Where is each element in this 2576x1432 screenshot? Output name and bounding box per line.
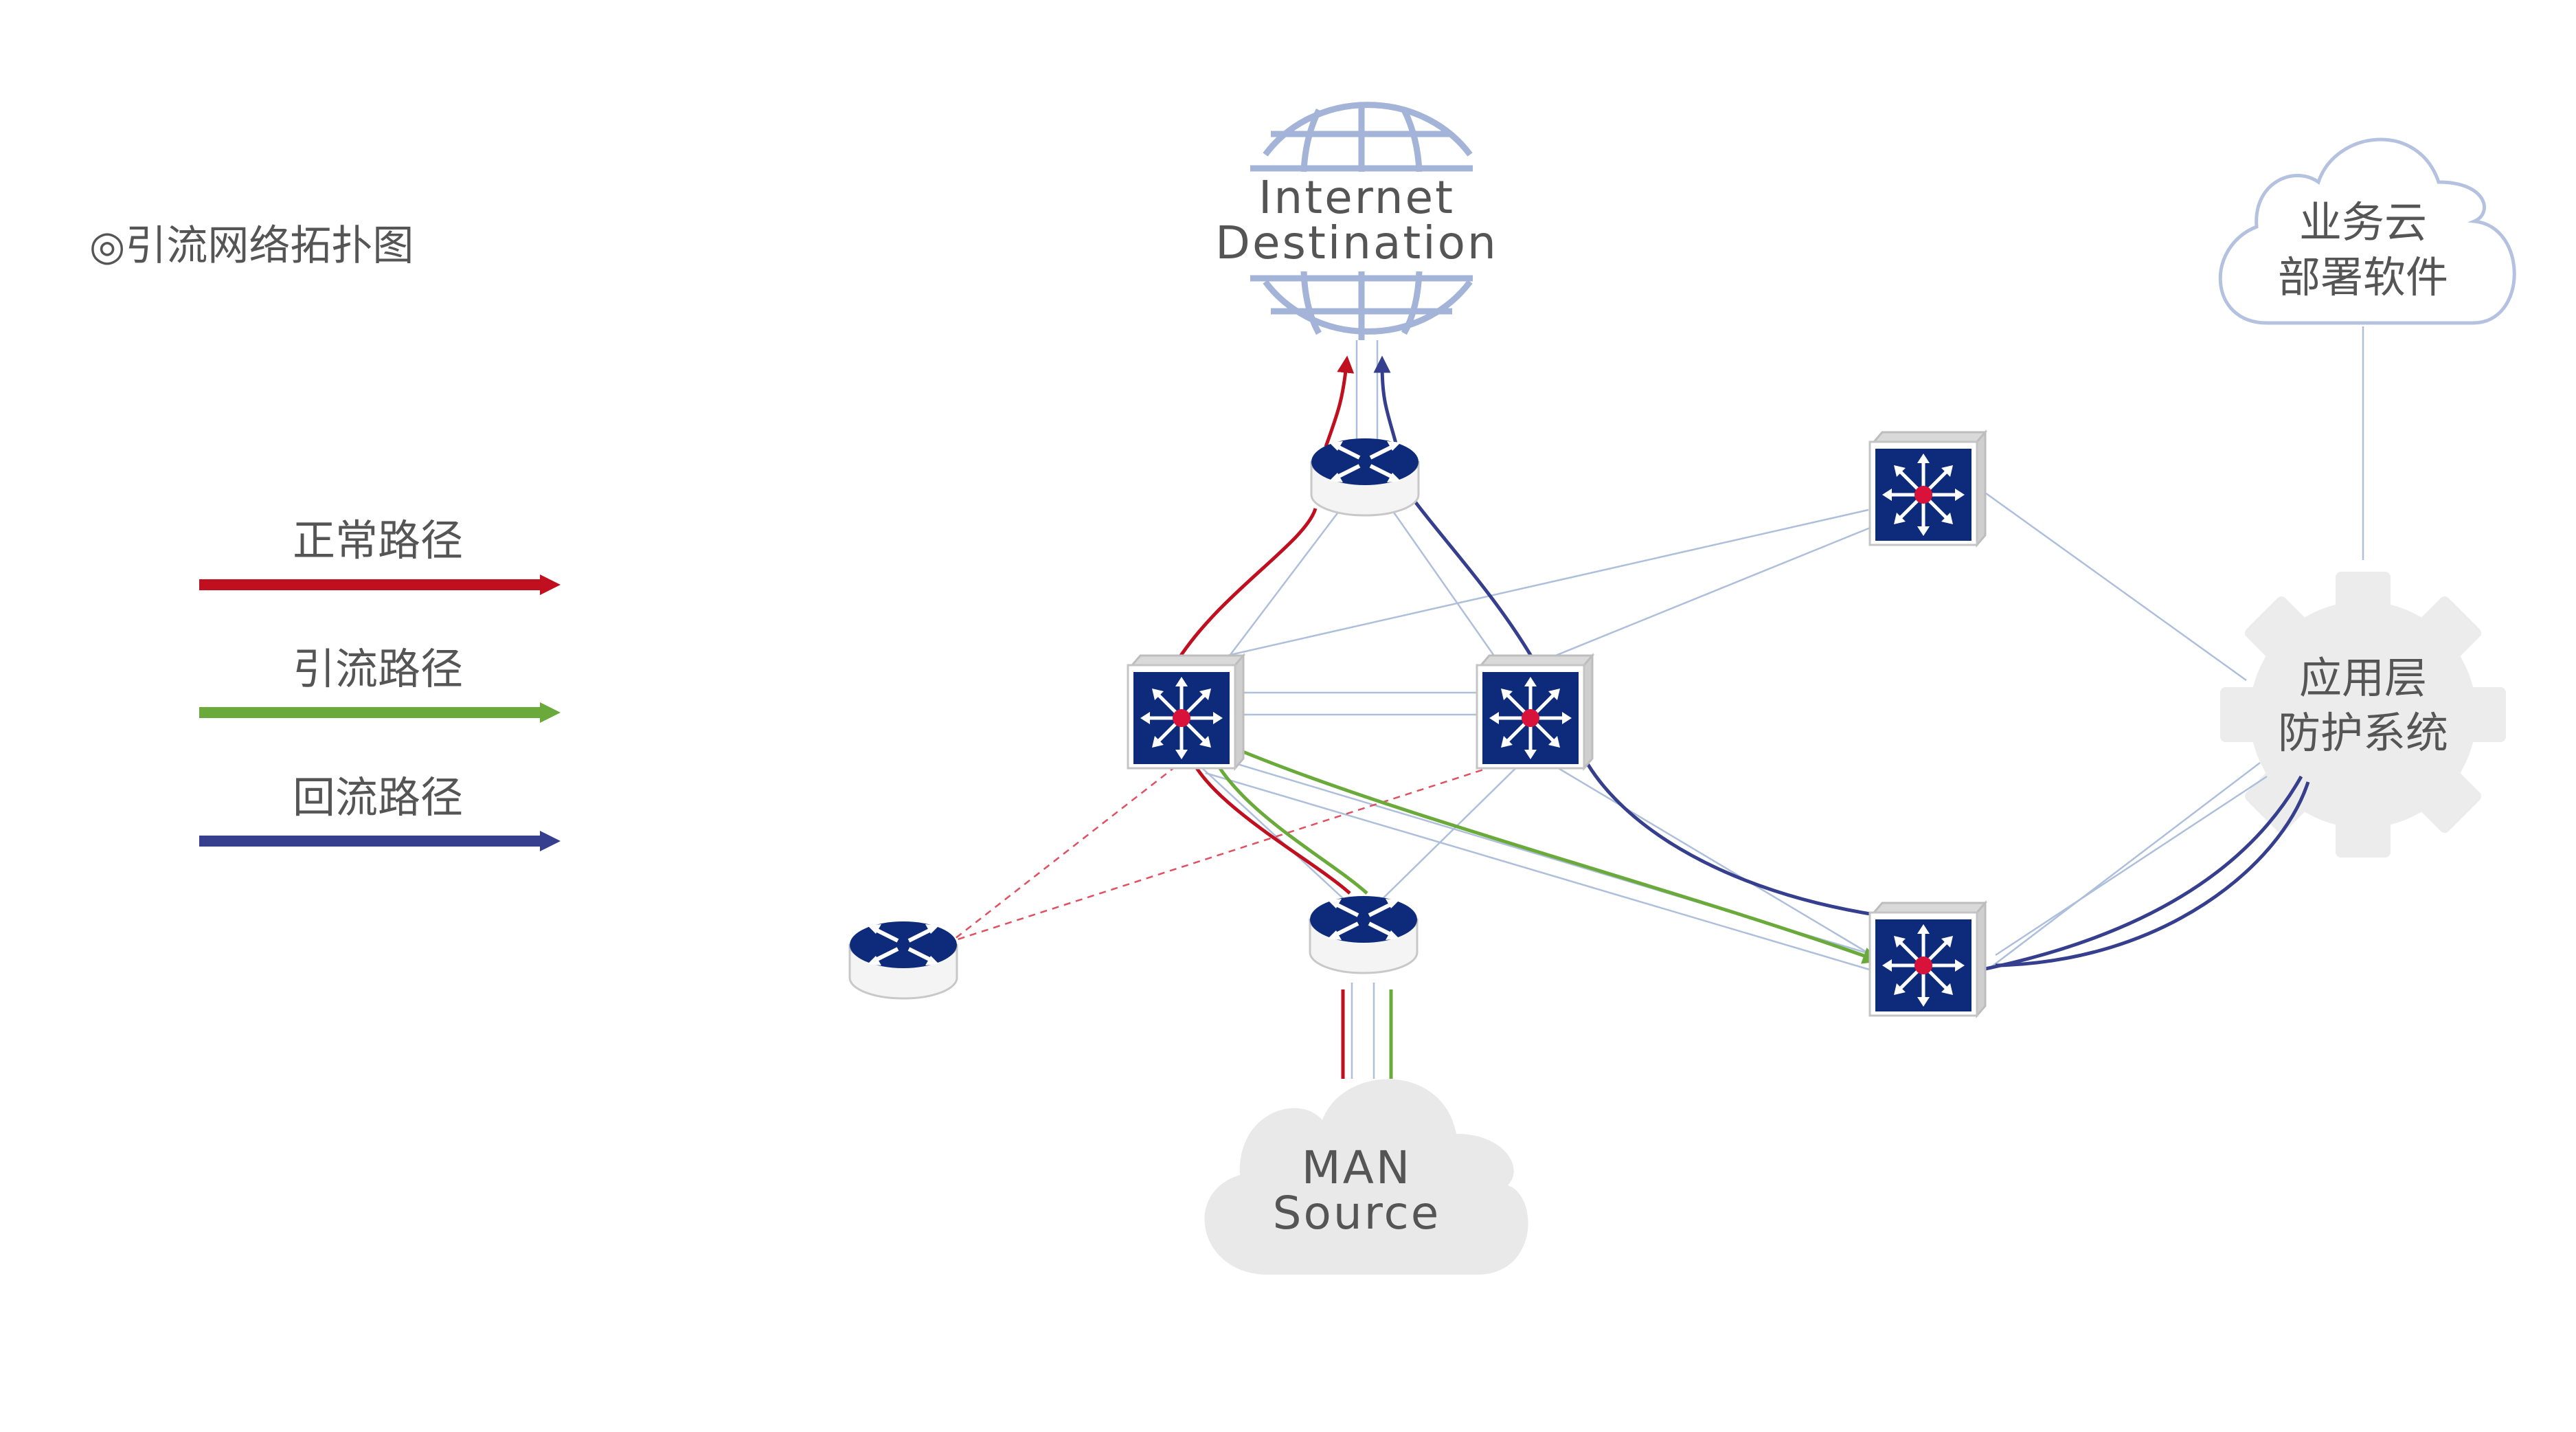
legend: 正常路径 引流路径 回流路径 xyxy=(199,515,561,851)
legend-return-label: 回流路径 xyxy=(293,772,463,823)
business-cloud-icon xyxy=(2218,137,2516,325)
legend-normal-label: 正常路径 xyxy=(293,515,463,566)
gear-icon xyxy=(2220,572,2506,858)
standby-router xyxy=(850,921,957,998)
divert-path xyxy=(1207,747,1880,1079)
legend-divert-label: 引流路径 xyxy=(293,644,463,694)
man-cloud-icon xyxy=(1204,1079,1528,1275)
internet-label-line2: Destination xyxy=(1215,216,1498,269)
switch-right xyxy=(1477,656,1592,768)
diagram-title: ◎引流网络拓扑图 xyxy=(89,222,414,270)
globe-icon xyxy=(1250,102,1473,340)
business-cloud-line1: 业务云 xyxy=(2299,197,2427,247)
business-cloud-line2: 部署软件 xyxy=(2278,252,2448,302)
dashed-links xyxy=(951,765,1495,943)
internet-label-line1: Internet xyxy=(1258,171,1455,224)
switch-top-right xyxy=(1870,432,1985,545)
return-path xyxy=(1373,355,2310,971)
man-source-line1: MAN xyxy=(1302,1141,1412,1194)
switch-bottom-right xyxy=(1870,903,1985,1016)
edge-router xyxy=(1310,896,1417,973)
man-source-line2: Source xyxy=(1273,1187,1441,1240)
waf-label-line2: 防护系统 xyxy=(2278,708,2448,758)
core-router xyxy=(1311,438,1419,515)
waf-label-line1: 应用层 xyxy=(2299,653,2427,703)
switch-left xyxy=(1128,656,1243,768)
